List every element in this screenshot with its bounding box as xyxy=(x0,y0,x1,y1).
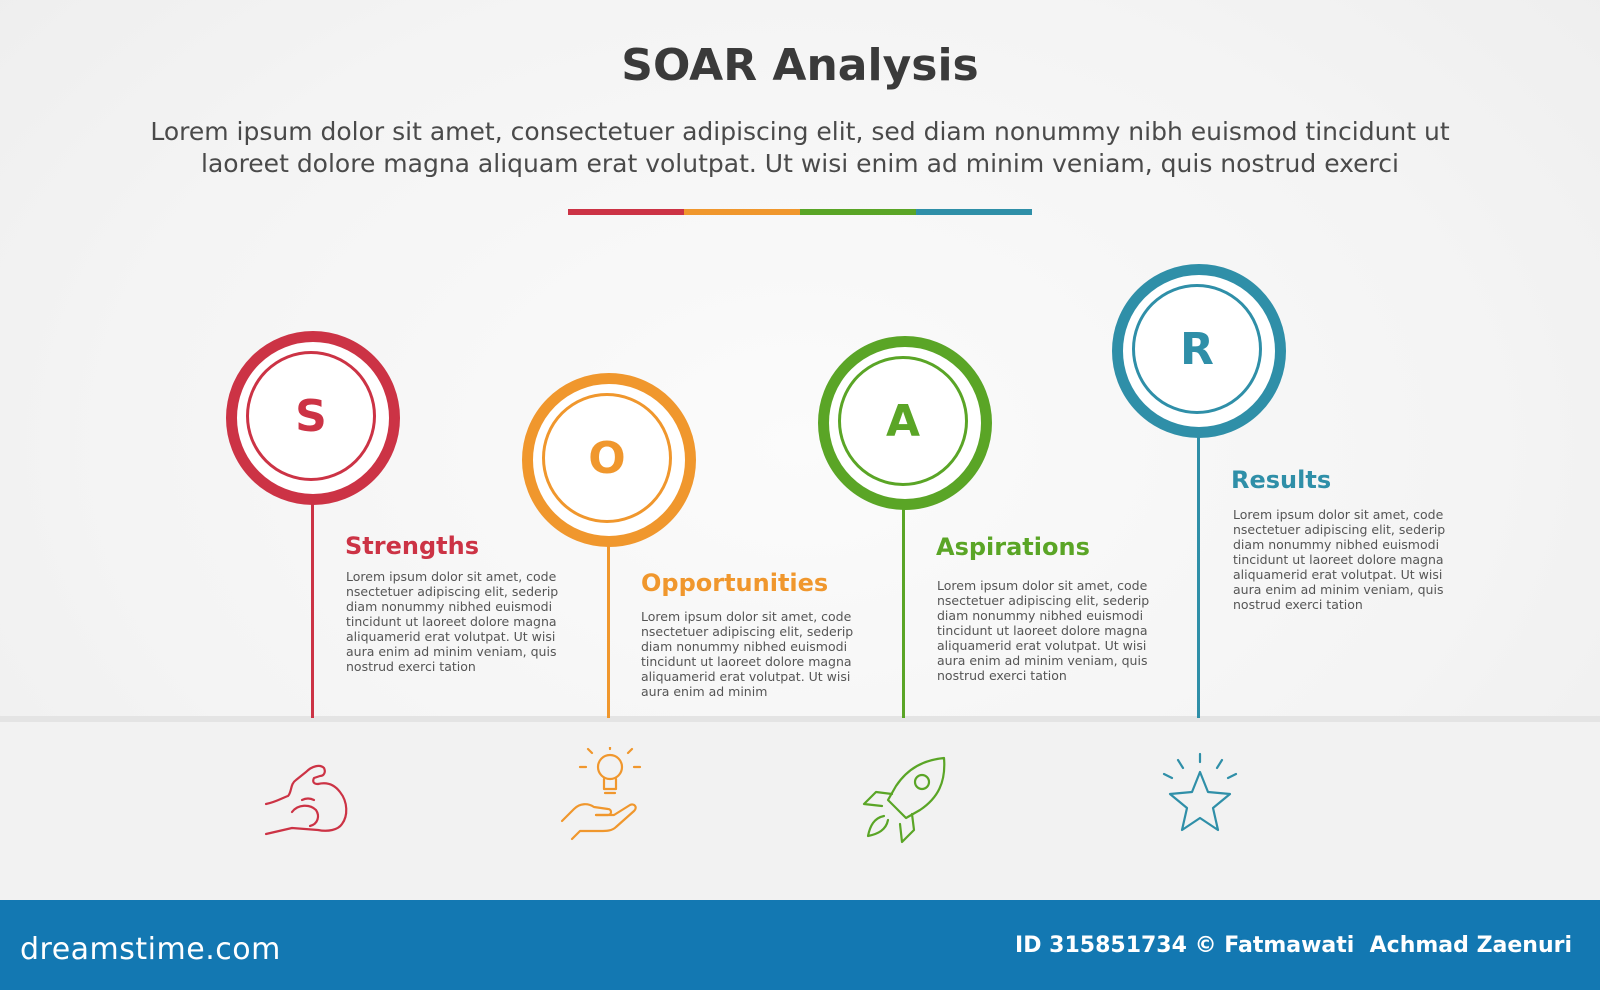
desc-results: Lorem ipsum dolor sit amet, code nsectet… xyxy=(1233,507,1446,612)
title-strengths: Strengths xyxy=(345,532,479,560)
page-title: SOAR Analysis xyxy=(621,40,979,91)
stem-aspirations xyxy=(902,493,905,718)
divider-segment-strengths xyxy=(568,209,684,215)
subtitle-line-2: laoreet dolore magna aliquam erat volutp… xyxy=(201,149,1399,178)
stem-opportunities xyxy=(607,530,610,718)
page-subtitle: Lorem ipsum dolor sit amet, consectetuer… xyxy=(110,116,1490,180)
lightbulb-hand-icon xyxy=(560,747,642,841)
circle-results: R xyxy=(1112,264,1286,438)
subtitle-line-1: Lorem ipsum dolor sit amet, consectetuer… xyxy=(150,117,1450,146)
rocket-icon xyxy=(862,756,946,844)
letter-strengths: S xyxy=(246,351,376,481)
circle-strengths: S xyxy=(226,331,400,505)
footer-bar: dreamstime.com ID 315851734 © Fatmawati … xyxy=(0,900,1600,990)
circle-aspirations: A xyxy=(818,336,992,510)
title-results: Results xyxy=(1231,466,1332,494)
desc-aspirations: Lorem ipsum dolor sit amet, code nsectet… xyxy=(937,578,1150,683)
divider-segment-opportunities xyxy=(684,209,800,215)
letter-results: R xyxy=(1132,284,1262,414)
icon-band xyxy=(0,722,1600,900)
stem-strengths xyxy=(311,488,314,718)
divider-segment-aspirations xyxy=(800,209,916,215)
circle-opportunities: O xyxy=(522,373,696,547)
title-opportunities: Opportunities xyxy=(641,569,829,597)
color-divider xyxy=(568,209,1032,215)
desc-strengths: Lorem ipsum dolor sit amet, code nsectet… xyxy=(346,569,559,674)
timeline-baseline xyxy=(0,716,1600,722)
divider-segment-results xyxy=(916,209,1032,215)
flexed-arm-icon xyxy=(264,764,348,836)
letter-aspirations: A xyxy=(838,356,968,486)
stem-results xyxy=(1197,420,1200,718)
star-sparkle-icon xyxy=(1162,752,1238,832)
desc-opportunities: Lorem ipsum dolor sit amet, code nsectet… xyxy=(641,609,854,699)
footer-brand[interactable]: dreamstime.com xyxy=(20,932,281,967)
letter-opportunities: O xyxy=(542,393,672,523)
footer-credit: ID 315851734 © Fatmawati Achmad Zaenuri xyxy=(1015,933,1572,958)
title-aspirations: Aspirations xyxy=(936,533,1090,561)
